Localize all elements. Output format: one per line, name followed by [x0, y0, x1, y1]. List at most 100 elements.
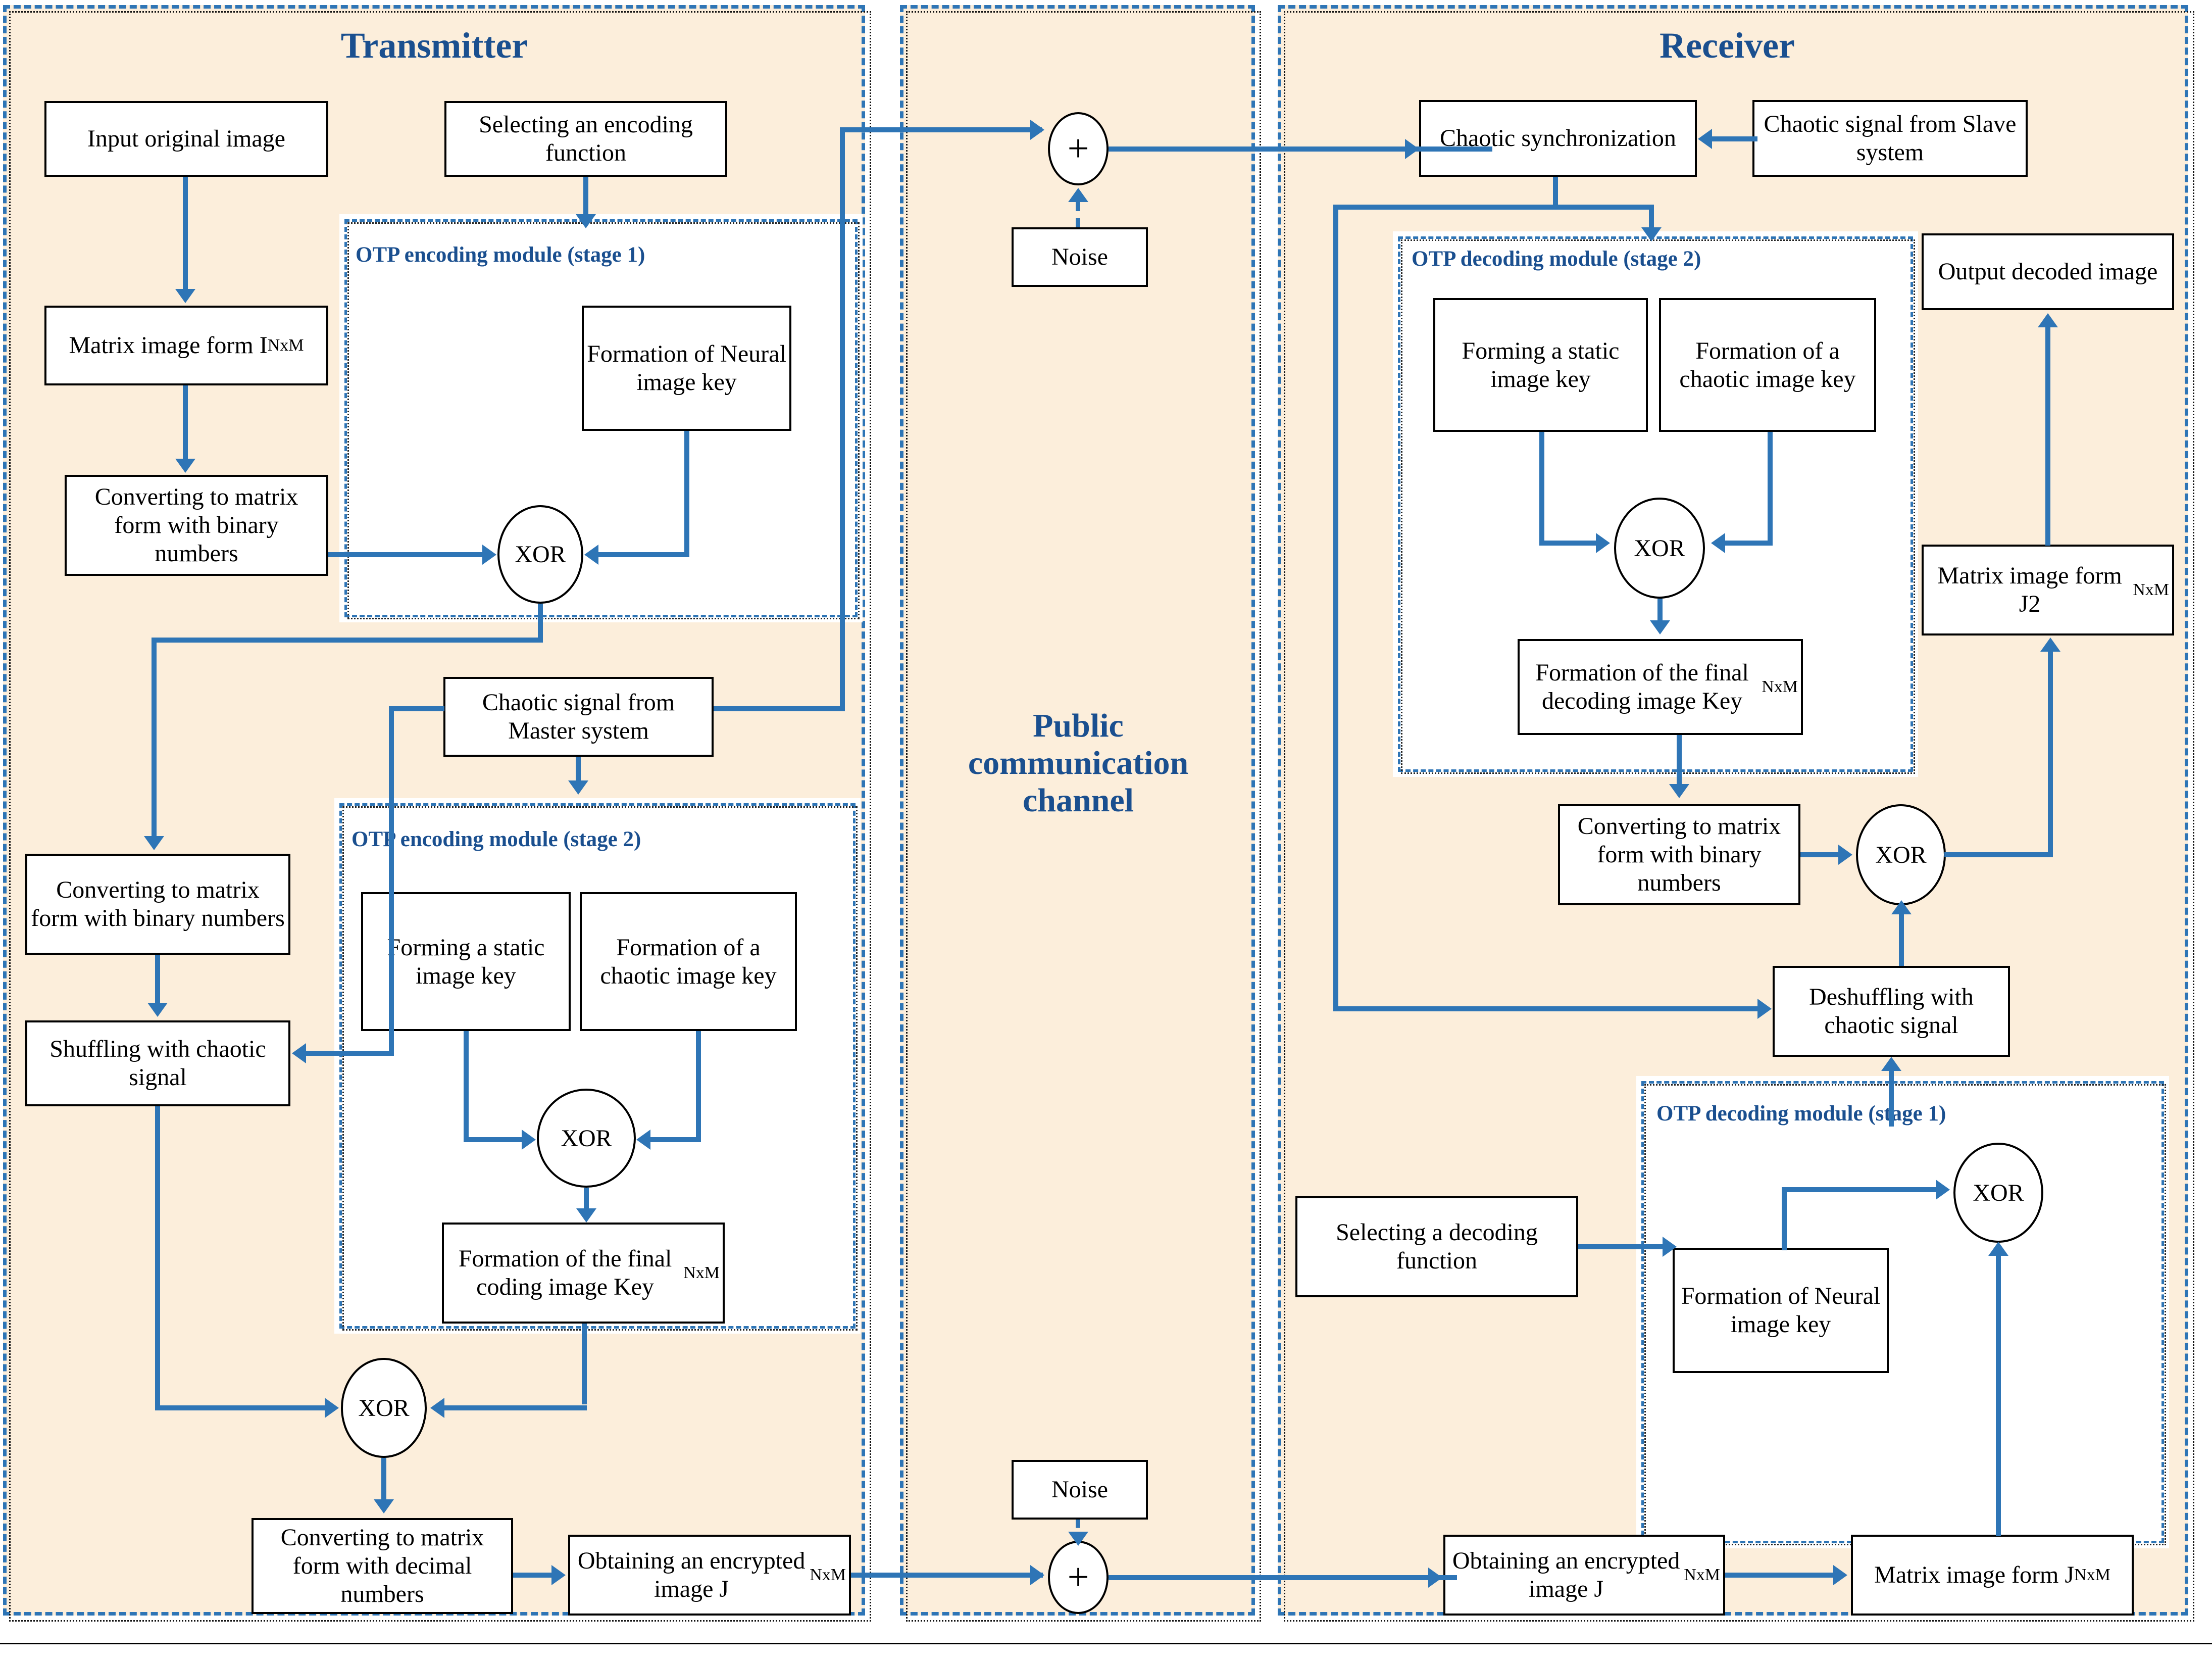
- conn-sumbottom-to-receiver: [1109, 1575, 1457, 1580]
- box-converting-binary-rx[interactable]: Converting to matrix form with binary nu…: [1558, 804, 1800, 905]
- conn-statickey-rx-to-xor-h: [1539, 541, 1597, 546]
- box-chaotic-synchronization[interactable]: Chaotic synchronization: [1419, 100, 1697, 177]
- arrowhead-xormainrx-to-j2: [2040, 638, 2060, 652]
- xor-decoding-stage-2[interactable]: XOR: [1614, 498, 1705, 599]
- arrowhead-sync-to-deshuffle: [1757, 999, 1772, 1019]
- box-chaotic-signal-slave[interactable]: Chaotic signal from Slave system: [1752, 100, 2028, 177]
- box-selecting-decoding-function[interactable]: Selecting a decoding function: [1295, 1196, 1578, 1297]
- box-converting-binary-1[interactable]: Converting to matrix form with binary nu…: [65, 475, 328, 576]
- conn-sync-to-deshuffle-h2: [1333, 1006, 1763, 1011]
- box-formation-chaotic-image-key-rx[interactable]: Formation of a chaotic image key: [1659, 298, 1876, 432]
- box-shuffling-chaotic-signal[interactable]: Shuffling with chaotic signal: [25, 1020, 290, 1106]
- arrowhead-j2-to-output: [2038, 313, 2058, 327]
- sum-node-bottom[interactable]: +: [1048, 1541, 1109, 1614]
- conn-xor1-to-convert2-v2: [152, 638, 157, 838]
- conn-sync-to-deshuffle-h1: [1333, 205, 1555, 210]
- matrix-image-form-j2-label: Matrix image form J2: [1937, 562, 2122, 617]
- arrowhead-finalkey-to-xormain: [430, 1398, 444, 1418]
- obtaining-encrypted-tx-subscript: NxM: [810, 1566, 846, 1585]
- conn-xor1-to-convert2-h: [152, 638, 543, 643]
- arrowhead-xor1-to-convert2: [144, 836, 164, 850]
- box-output-decoded-image[interactable]: Output decoded image: [1922, 233, 2174, 310]
- xor-receiver-main[interactable]: XOR: [1856, 804, 1946, 905]
- arrowhead-statickey-to-xor2: [522, 1130, 536, 1150]
- conn-shuffle-to-xormain-h: [155, 1405, 327, 1410]
- xor-transmitter-main[interactable]: XOR: [341, 1358, 427, 1458]
- conn-master-to-sum-h: [840, 127, 1042, 132]
- conn-xormain-to-decimal: [381, 1458, 386, 1502]
- conn-sync-to-dec2-v2: [1649, 205, 1654, 232]
- conn-convert2-to-shuffle: [155, 955, 160, 1005]
- conn-finalkey-to-xormain-h: [444, 1405, 587, 1410]
- conn-sync-to-dec2-v1: [1553, 177, 1558, 208]
- box-deshuffling-chaotic-signal[interactable]: Deshuffling with chaotic signal: [1773, 966, 2010, 1057]
- xor-decoding-stage-1[interactable]: XOR: [1953, 1143, 2043, 1243]
- conn-finaldeckey-to-convert: [1677, 735, 1682, 788]
- conn-xor1-to-convert2-v1: [538, 604, 543, 642]
- module-title-enc2: OTP encoding module (stage 2): [351, 827, 641, 851]
- conn-chaotickey-rx-to-xor-h: [1725, 541, 1773, 546]
- sum-node-top[interactable]: +: [1048, 112, 1109, 185]
- conn-xordec2-to-finaldeckey: [1657, 599, 1663, 624]
- arrowhead-deshuffle-to-xormain: [1891, 900, 1912, 914]
- conn-master-to-channel-v: [840, 127, 845, 711]
- arrowhead-convert2-to-shuffle: [147, 1003, 168, 1017]
- arrowhead-sync-to-dec2: [1641, 227, 1662, 241]
- arrowhead-encrypted-to-sumbottom: [1030, 1565, 1044, 1585]
- conn-chaotickey-rx-to-xor-v: [1768, 432, 1773, 546]
- arrowhead-selectenc-to-enc1: [576, 214, 596, 228]
- arrowhead-input-to-matrix: [175, 289, 195, 303]
- arrowhead-sumbottom-to-receiver: [1428, 1568, 1442, 1588]
- conn-convertrx-to-xormain: [1800, 852, 1841, 857]
- arrowhead-xordec2-to-finaldeckey: [1650, 620, 1670, 634]
- box-forming-static-image-key-tx[interactable]: Forming a static image key: [361, 892, 571, 1031]
- arrowhead-statickey-rx-to-xor: [1596, 533, 1610, 553]
- box-converting-decimal[interactable]: Converting to matrix form with decimal n…: [252, 1518, 513, 1614]
- conn-selectenc-to-enc1: [583, 177, 588, 217]
- conn-sumtop-to-receiver: [1109, 146, 1492, 152]
- xor-encoding-stage-2[interactable]: XOR: [537, 1089, 636, 1188]
- arrowhead-master-to-enc2: [568, 780, 588, 795]
- box-formation-chaotic-image-key-tx[interactable]: Formation of a chaotic image key: [580, 892, 797, 1031]
- arrowhead-master-to-sum: [1030, 120, 1044, 140]
- arrowhead-convertrx-to-xormain: [1838, 845, 1852, 865]
- box-converting-binary-2[interactable]: Converting to matrix form with binary nu…: [25, 854, 290, 955]
- box-formation-final-decoding-key[interactable]: Formation of the final decoding image Ke…: [1518, 639, 1803, 735]
- conn-selectdec-to-neuralkey: [1578, 1244, 1665, 1249]
- module-dash-border-enc2: [339, 803, 856, 1329]
- arrowhead-finaldeckey-to-convert: [1669, 784, 1689, 798]
- arrowhead-master-to-shuffle: [292, 1043, 306, 1063]
- arrowhead-matrix-to-convert1: [175, 459, 195, 473]
- box-formation-final-coding-key[interactable]: Formation of the final coding image Key N…: [442, 1223, 725, 1324]
- arrowhead-selectdec-to-neuralkey: [1663, 1237, 1677, 1257]
- conn-chaotickey-to-xor2-v: [696, 1031, 701, 1142]
- conn-master-to-shuffle-h1: [389, 706, 444, 711]
- final-coding-key-subscript: NxM: [683, 1263, 720, 1283]
- conn-finalkey-to-xormain-v: [582, 1324, 587, 1404]
- zone-title-channel: Public communication channel: [968, 707, 1189, 819]
- module-title-dec2: OTP decoding module (stage 2): [1412, 247, 1701, 271]
- box-noise-top[interactable]: Noise: [1012, 227, 1148, 287]
- box-forming-static-image-key-rx[interactable]: Forming a static image key: [1433, 298, 1648, 432]
- matrix-image-form-j-label: Matrix image form J: [1874, 1561, 2075, 1589]
- box-chaotic-signal-master[interactable]: Chaotic signal from Master system: [443, 677, 714, 757]
- box-formation-neural-image-key-rx[interactable]: Formation of Neural image key: [1673, 1248, 1889, 1373]
- box-selecting-encoding-function[interactable]: Selecting an encoding function: [444, 101, 727, 177]
- box-formation-neural-image-key-tx[interactable]: Formation of Neural image key: [582, 306, 791, 431]
- box-noise-bottom[interactable]: Noise: [1012, 1460, 1148, 1520]
- conn-master-to-shuffle-v: [389, 706, 394, 1056]
- xor-encoding-stage-1[interactable]: XOR: [497, 505, 583, 604]
- arrowhead-xordec1-to-deshuffle: [1881, 1057, 1901, 1071]
- final-coding-key-label: Formation of the final coding image Key: [458, 1245, 672, 1300]
- arrowhead-slave-to-sync: [1698, 129, 1712, 149]
- arrowhead-noise-bottom-to-sum: [1068, 1532, 1088, 1546]
- box-input-original-image[interactable]: Input original image: [44, 101, 328, 177]
- arrowhead-noise-top-to-sum: [1068, 188, 1088, 202]
- conn-xordec1-to-deshuffle: [1889, 1071, 1894, 1127]
